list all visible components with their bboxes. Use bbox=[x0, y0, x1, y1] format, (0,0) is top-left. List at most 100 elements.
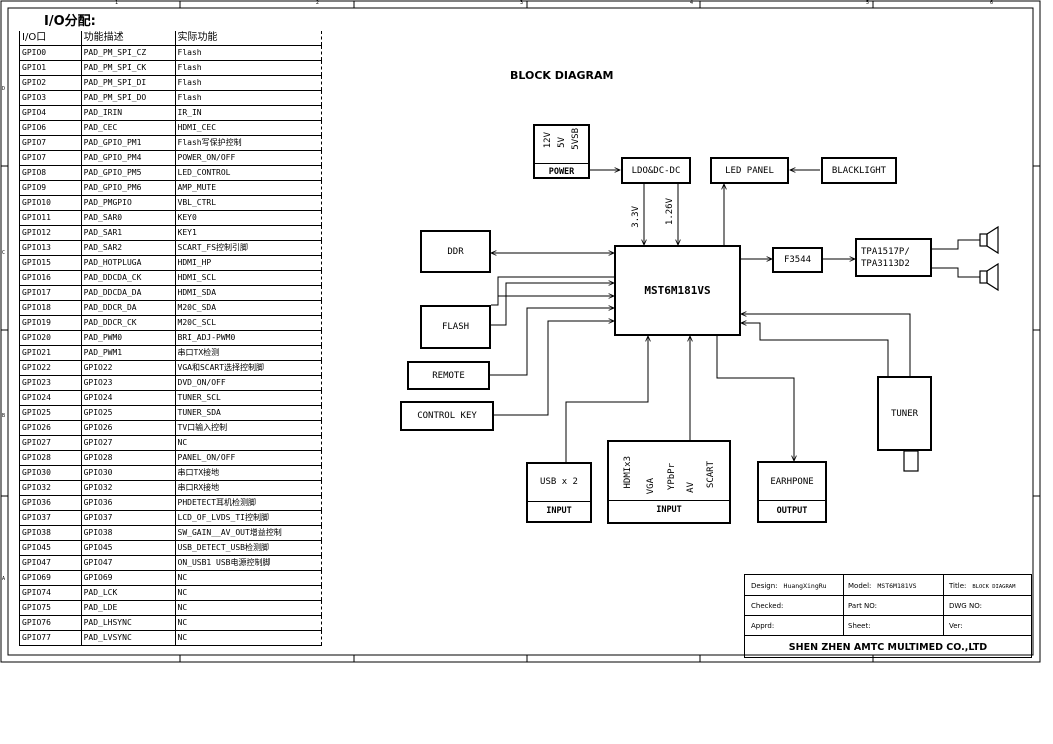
io-actual-cell: HDMI_SDA bbox=[175, 285, 323, 301]
io-table-title: I/O分配: bbox=[44, 14, 96, 29]
inputs-block: HDMIx3 VGA YPbPr AV SCART INPUT bbox=[607, 440, 731, 524]
io-function-cell: PAD_SAR1 bbox=[81, 225, 176, 241]
io-function-cell: GPIO30 bbox=[81, 465, 176, 481]
usb-block: USB x 2 INPUT bbox=[526, 462, 592, 523]
io-port-cell: GPIO9 bbox=[20, 180, 82, 196]
frame-row-mark: A bbox=[2, 576, 6, 582]
io-function-cell: PAD_DDCDA_DA bbox=[81, 285, 176, 301]
io-header-actual: 实际功能 bbox=[175, 31, 323, 46]
frame-col-mark: 5 bbox=[866, 0, 870, 6]
io-function-cell: PAD_GPIO_PM4 bbox=[81, 150, 176, 166]
io-actual-cell: M20C_SDA bbox=[175, 300, 323, 316]
tb-rule bbox=[745, 615, 1031, 616]
io-table-header-row: I/O口 功能描述 实际功能 bbox=[20, 31, 323, 46]
io-function-cell: GPIO36 bbox=[81, 495, 176, 511]
io-actual-cell: DVD_ON/OFF bbox=[175, 375, 323, 391]
io-function-cell: GPIO22 bbox=[81, 360, 176, 376]
io-port-cell: GPIO11 bbox=[20, 210, 82, 226]
tb-ver-label: Ver: bbox=[949, 622, 963, 630]
io-actual-cell: AMP_MUTE bbox=[175, 180, 323, 196]
frame-row-mark: D bbox=[2, 86, 6, 92]
io-port-cell: GPIO27 bbox=[20, 435, 82, 451]
power-block: 12V 5V 5VSB POWER bbox=[533, 124, 590, 179]
tb-title-label: Title: bbox=[949, 582, 967, 590]
io-function-cell: GPIO45 bbox=[81, 540, 176, 556]
io-function-cell: PAD_PWM1 bbox=[81, 345, 176, 361]
io-port-cell: GPIO2 bbox=[20, 75, 82, 91]
title-block: Design:HuangXingRu Model:MST6M181VS Titl… bbox=[744, 574, 1032, 658]
io-function-cell: GPIO69 bbox=[81, 570, 176, 586]
io-function-cell: PAD_PM_SPI_DI bbox=[81, 75, 176, 91]
io-port-cell: GPIO45 bbox=[20, 540, 82, 556]
io-actual-cell: M20C_SCL bbox=[175, 315, 323, 331]
frame-col-mark: 2 bbox=[316, 0, 320, 6]
io-actual-cell: NC bbox=[175, 630, 323, 646]
tb-rule bbox=[745, 635, 1031, 636]
f3544-block: F3544 bbox=[772, 247, 823, 273]
tb-checked-label: Checked: bbox=[751, 602, 784, 610]
io-port-cell: GPIO20 bbox=[20, 330, 82, 346]
io-function-cell: GPIO38 bbox=[81, 525, 176, 541]
earphone-divider bbox=[759, 500, 825, 501]
io-actual-cell: 串口TX检测 bbox=[175, 345, 323, 361]
power-rail-5v: 5V bbox=[557, 137, 567, 148]
io-actual-cell: VBL_CTRL bbox=[175, 195, 323, 211]
io-function-cell: GPIO28 bbox=[81, 450, 176, 466]
io-actual-cell: NC bbox=[175, 435, 323, 451]
tb-partno-label: Part NO: bbox=[848, 602, 878, 610]
tb-design-value: HuangXingRu bbox=[783, 582, 827, 590]
flash-block: FLASH bbox=[420, 305, 491, 349]
io-header-port: I/O口 bbox=[20, 31, 82, 46]
power-rail-12v: 12V bbox=[543, 132, 553, 149]
block-diagram-title: BLOCK DIAGRAM bbox=[510, 69, 614, 82]
input-av: AV bbox=[686, 482, 696, 493]
frame-row-mark: C bbox=[2, 250, 6, 256]
io-port-cell: GPIO13 bbox=[20, 240, 82, 256]
io-actual-cell: Flash bbox=[175, 45, 323, 61]
io-port-cell: GPIO25 bbox=[20, 405, 82, 421]
input-ypbpr: YPbPr bbox=[667, 463, 677, 491]
ddr-block: DDR bbox=[420, 230, 491, 273]
io-port-cell: GPIO3 bbox=[20, 90, 82, 106]
io-actual-cell: VGA和SCART选择控制脚 bbox=[175, 360, 323, 376]
io-actual-cell: NC bbox=[175, 615, 323, 631]
backlight-block: BLACKLIGHT bbox=[821, 157, 897, 184]
io-port-cell: GPIO47 bbox=[20, 555, 82, 571]
tb-rule bbox=[745, 595, 1031, 596]
io-actual-cell: ON_USB1 USB电源控制脚 bbox=[175, 555, 323, 571]
io-function-cell: PAD_HOTPLUGA bbox=[81, 255, 176, 271]
io-port-cell: GPIO26 bbox=[20, 420, 82, 436]
io-actual-cell: PANEL_ON/OFF bbox=[175, 450, 323, 466]
io-actual-cell: NC bbox=[175, 585, 323, 601]
io-port-cell: GPIO30 bbox=[20, 465, 82, 481]
io-port-cell: GPIO18 bbox=[20, 300, 82, 316]
control-key-block: CONTROL KEY bbox=[400, 401, 494, 431]
outer-frame bbox=[0, 0, 1041, 663]
io-function-cell: GPIO37 bbox=[81, 510, 176, 526]
earphone-output-label: OUTPUT bbox=[776, 506, 808, 516]
io-port-cell: GPIO22 bbox=[20, 360, 82, 376]
io-port-cell: GPIO36 bbox=[20, 495, 82, 511]
io-actual-cell: NC bbox=[175, 600, 323, 616]
usb-divider bbox=[528, 501, 590, 502]
tb-title: Title:BLOCK DIAGRAM bbox=[949, 582, 1015, 590]
